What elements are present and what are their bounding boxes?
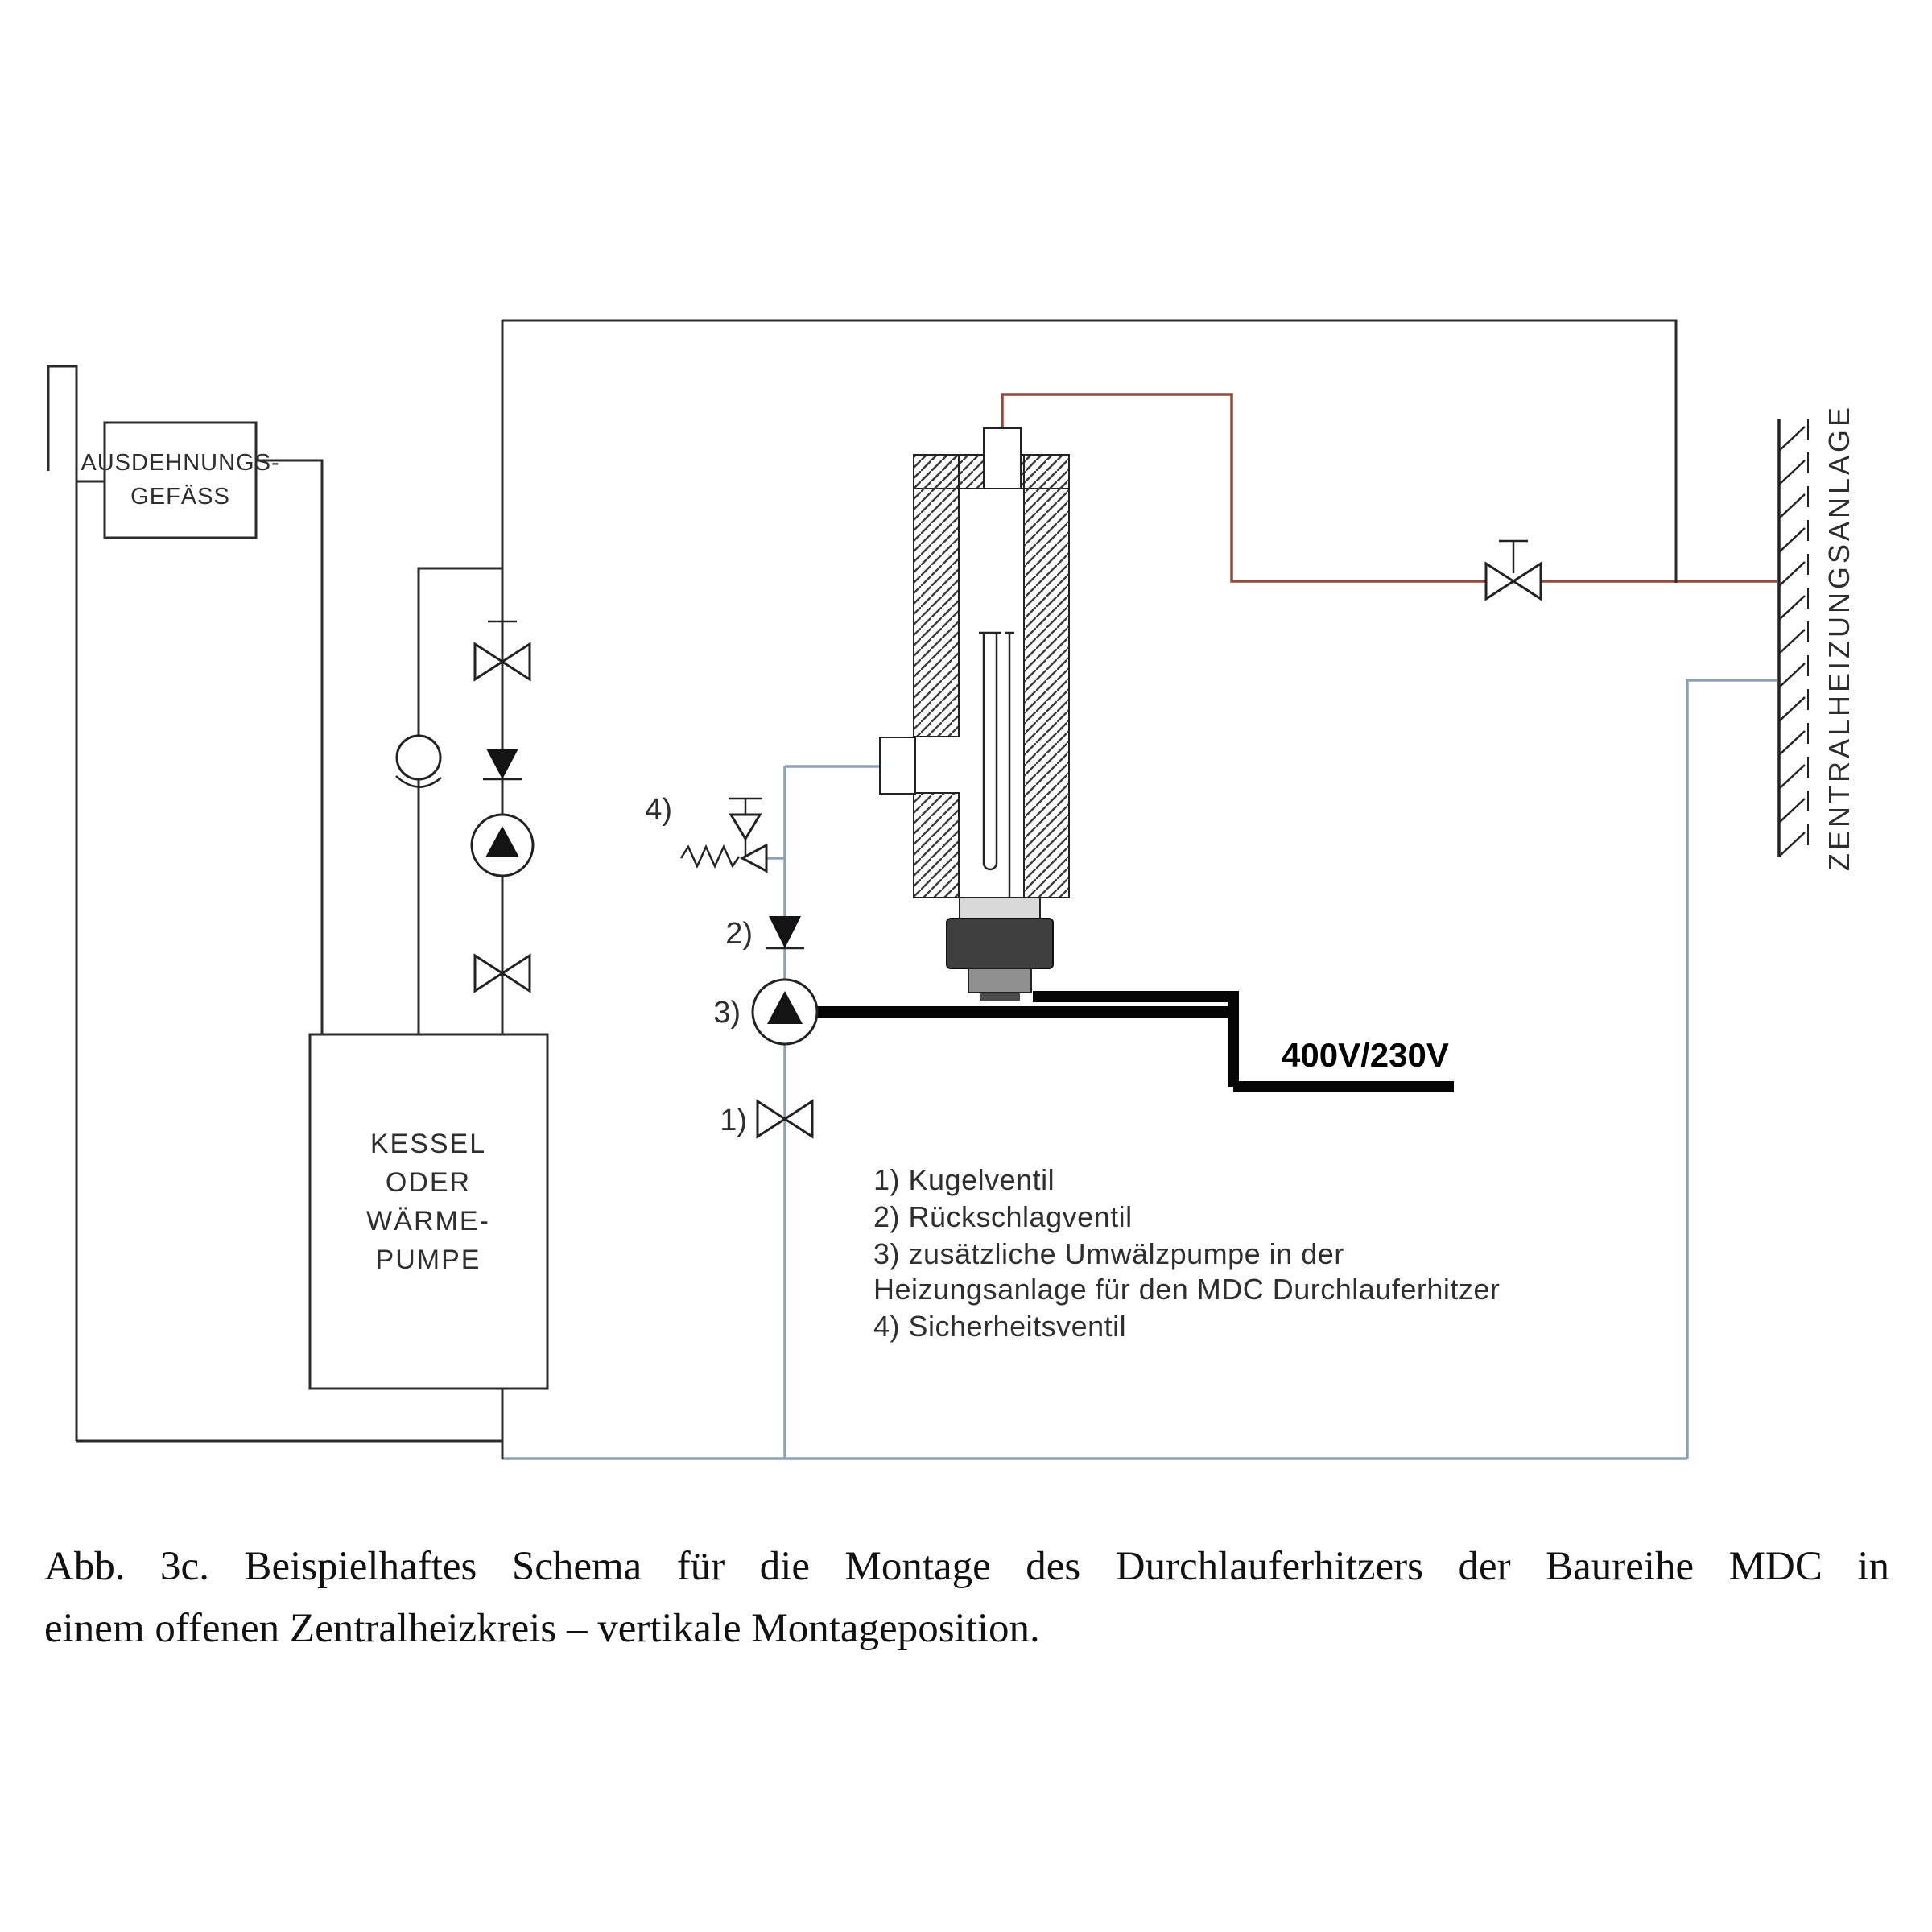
safety-valve-symbol xyxy=(679,797,768,873)
supply-valve-symbol xyxy=(1484,539,1542,601)
shutoff-valve-symbol xyxy=(473,620,531,682)
voltage-label: 400V/230V xyxy=(1282,1036,1449,1074)
heater-circuit-symbols xyxy=(679,797,819,1139)
pipe-return xyxy=(502,679,1777,1460)
central-heating-label: ZENTRALHEIZUNGSANLAGE xyxy=(1823,404,1856,871)
marker-1: 1) xyxy=(720,1104,747,1137)
marker-2: 2) xyxy=(725,917,753,951)
gauge-symbol xyxy=(395,734,442,788)
wall-symbol: ZENTRALHEIZUNGSANLAGE xyxy=(1777,404,1856,871)
caption-line-2: einem offenen Zentralheizkreis – vertika… xyxy=(44,1605,1040,1651)
caption-line-1: Abb. 3c. Beispielhaftes Schema für die M… xyxy=(44,1544,1889,1589)
left-riser-symbols xyxy=(395,620,535,993)
legend-line-2: 2) Rückschlagventil xyxy=(873,1200,1133,1233)
markers: 4) 2) 3) 1) xyxy=(645,793,753,1137)
expansion-vessel: AUSDEHNUNGS- GEFÄSS xyxy=(80,421,279,539)
heater-outlet-stub xyxy=(983,427,1022,489)
heater-unit xyxy=(879,427,1070,1001)
figure-caption: Abb. 3c. Beispielhaftes Schema für die M… xyxy=(44,1536,1889,1659)
pump-3-symbol xyxy=(751,978,819,1046)
check-valve-symbol xyxy=(483,749,522,781)
legend-line-4: Heizungsanlage für den MDC Durchlauferhi… xyxy=(873,1273,1500,1306)
boiler: KESSEL ODER WÄRME- PUMPE xyxy=(308,1033,549,1390)
marker-3: 3) xyxy=(713,996,741,1030)
boiler-label-line2: ODER xyxy=(386,1167,471,1198)
expansion-vessel-label-line1: AUSDEHNUNGS- xyxy=(80,450,279,476)
legend-line-1: 1) Kugelventil xyxy=(873,1163,1055,1196)
heating-element xyxy=(979,631,1014,898)
legend-line-5: 4) Sicherheitsventil xyxy=(873,1310,1126,1343)
check-valve-2-symbol xyxy=(766,916,804,950)
power-cable: 400V/230V xyxy=(815,991,1454,1092)
pipes-black xyxy=(47,319,1678,1459)
legend-line-3: 3) zusätzliche Umwälzpumpe in der xyxy=(873,1237,1344,1270)
expansion-vessel-label-line2: GEFÄSS xyxy=(130,484,230,510)
pipe-supply xyxy=(1001,393,1777,583)
boiler-label-line3: WÄRME- xyxy=(366,1206,490,1236)
ball-valve-1-symbol xyxy=(756,1099,814,1139)
heater-inlet-stub xyxy=(879,737,916,795)
marker-4: 4) xyxy=(645,793,672,827)
schematic-diagram: AUSDEHNUNGS- GEFÄSS KESSEL ODER WÄRME- P… xyxy=(47,319,1856,1460)
boiler-label-line1: KESSEL xyxy=(370,1129,486,1159)
pump-symbol xyxy=(470,813,535,877)
boiler-label-line4: PUMPE xyxy=(376,1245,481,1275)
legend: 1) Kugelventil 2) Rückschlagventil 3) zu… xyxy=(873,1163,1500,1343)
ball-valve-symbol xyxy=(473,953,531,993)
heater-flange xyxy=(946,897,1054,1001)
